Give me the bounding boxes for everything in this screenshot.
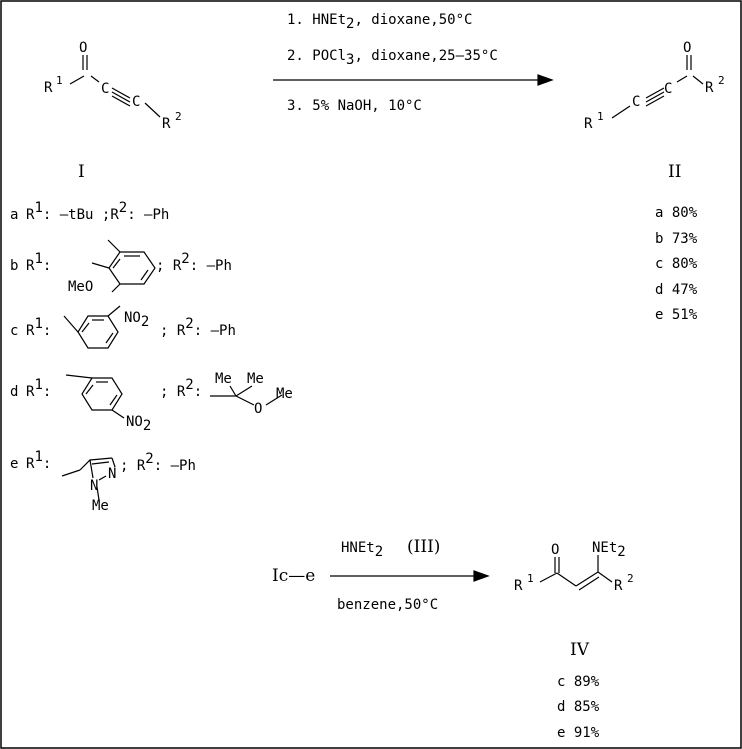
product-r2-sup: 2 — [718, 74, 725, 87]
iv-r2: R — [614, 578, 623, 594]
row-c-aryl-ring — [63, 305, 121, 349]
row-e-pyrazole-ring: N N Me — [61, 457, 116, 514]
row-b-methoxy: MeO — [68, 279, 93, 295]
row-b-letter: b — [10, 258, 18, 274]
start-r2-sup: 2 — [175, 110, 182, 123]
row-e-nitrogen-2: N — [108, 466, 116, 482]
row-e-letter: e — [10, 456, 18, 472]
substituent-row-d: d R1: NO2 ; R2: Me Me O Me — [10, 371, 293, 434]
reaction-arrow-1 — [273, 74, 554, 86]
yield-II-a: a 80% — [655, 205, 698, 221]
condition-step-2: 2. POCl3, dioxane,25–35°C — [287, 48, 498, 68]
row-d-methyl-1: Me — [215, 371, 232, 387]
compound-I-structure: O R 1 C C R 2 — [44, 40, 182, 132]
yields-IV-list: c 89% d 85% e 91% — [557, 674, 600, 741]
substituent-row-c: c R1: NO2 ; R2: —Ph — [10, 305, 236, 349]
row-d-methyl-2: Me — [247, 371, 264, 387]
product-r1: R — [584, 116, 593, 132]
iv-r2-sup: 2 — [627, 572, 634, 585]
compound-label-II: II — [668, 162, 681, 182]
yields-II-list: a 80% b 73% c 80% d 47% e 51% — [655, 205, 698, 323]
yield-IV-d: d 85% — [557, 699, 600, 715]
reaction2-reagent: HNEt2 — [341, 540, 383, 560]
iv-r1: R — [514, 578, 523, 594]
row-d-r1: R1: — [26, 377, 51, 400]
row-e-methyl: Me — [92, 498, 109, 514]
row-d-aryl-ring — [65, 374, 125, 419]
row-b-r1: R1: — [26, 251, 51, 274]
row-d-oxygen: O — [254, 401, 262, 417]
substituent-row-b: b R1: MeO ; R2: —Ph — [10, 239, 232, 295]
row-c-r2: ; R2: —Ph — [160, 316, 236, 339]
row-b-aryl-ring — [91, 239, 156, 293]
condition-step-1: 1. HNEt2, dioxane,50°C — [287, 12, 472, 32]
reaction2-reagent-label: (III) — [407, 537, 440, 557]
product-r2: R — [705, 80, 714, 96]
yield-IV-e: e 91% — [557, 725, 600, 741]
substituent-row-e: e R1: N N Me ; R2: —Ph — [10, 449, 196, 514]
row-b-r2: ; R2: —Ph — [156, 251, 232, 274]
product-carbon-2: C — [664, 81, 672, 97]
product-oxygen: O — [683, 40, 691, 56]
yield-II-d: d 47% — [655, 282, 698, 298]
row-a-r1: R1: —tBu ;R2: —Ph — [26, 200, 169, 223]
product-carbon-1: C — [632, 94, 640, 110]
substituent-row-a: a R1: —tBu ;R2: —Ph — [10, 200, 169, 223]
start-r1-sup: 1 — [56, 74, 63, 87]
yield-IV-c: c 89% — [557, 674, 600, 690]
start-carbon-1: C — [101, 81, 109, 97]
row-a-letter: a — [10, 207, 18, 223]
compound-IV-structure: O NEt2 R 1 R 2 — [514, 540, 634, 594]
compound-label-IV: IV — [570, 640, 590, 660]
row-c-nitro: NO2 — [124, 310, 149, 330]
start-oxygen: O — [79, 40, 87, 56]
start-r2: R — [162, 116, 171, 132]
start-carbon-2: C — [132, 94, 140, 110]
yield-II-e: e 51% — [655, 307, 698, 323]
row-d-nitro: NO2 — [126, 414, 151, 434]
reaction2-start: Ic—e — [272, 566, 315, 586]
condition-step-3: 3. 5% NaOH, 10°C — [287, 98, 422, 114]
iv-r1-sup: 1 — [527, 572, 534, 585]
row-d-letter: d — [10, 384, 18, 400]
iv-amine: NEt2 — [592, 540, 626, 560]
reaction2-solvent: benzene,50°C — [337, 597, 438, 613]
row-d-methyl-3: Me — [276, 386, 293, 402]
row-c-letter: c — [10, 323, 18, 339]
row-d-r2: ; R2: — [160, 377, 202, 400]
row-e-nitrogen-1: N — [90, 478, 98, 494]
row-e-r1: R1: — [26, 449, 51, 472]
row-c-r1: R1: — [26, 316, 51, 339]
yield-II-c: c 80% — [655, 256, 698, 272]
iv-oxygen: O — [551, 542, 559, 558]
compound-label-I: I — [78, 162, 85, 182]
compound-II-structure: O R 1 C C R 2 — [584, 40, 725, 132]
product-r1-sup: 1 — [597, 110, 604, 123]
start-r1: R — [44, 80, 53, 96]
yield-II-b: b 73% — [655, 231, 698, 247]
row-d-ether-group: Me Me O Me — [210, 371, 293, 417]
reaction-arrow-2 — [330, 570, 490, 582]
row-e-r2: ; R2: —Ph — [120, 451, 196, 474]
